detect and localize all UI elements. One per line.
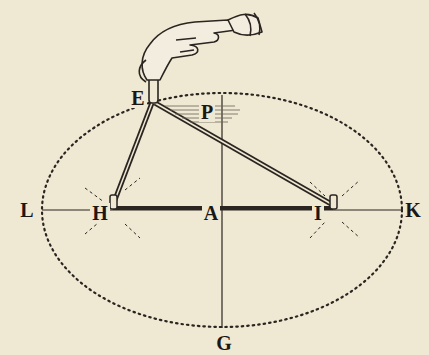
point-letter: I: [312, 203, 324, 223]
string-base: [113, 206, 333, 210]
string-side: [155, 103, 333, 205]
point-letter: P: [199, 102, 215, 122]
point-letter: L: [18, 200, 35, 220]
string-highlight: [113, 103, 152, 205]
point-letter: G: [214, 333, 234, 353]
string-highlight: [155, 103, 333, 205]
point-letter: H: [90, 203, 110, 223]
ellipse-outline: [42, 93, 402, 327]
focus-pin: [110, 195, 337, 209]
minor-axis: [221, 95, 222, 328]
point-letter: E: [129, 88, 146, 108]
focus-rays: [85, 178, 360, 238]
point-letter: A: [202, 203, 220, 223]
hand: [139, 13, 262, 82]
string-side: [113, 103, 152, 205]
point-letter: K: [403, 200, 423, 220]
